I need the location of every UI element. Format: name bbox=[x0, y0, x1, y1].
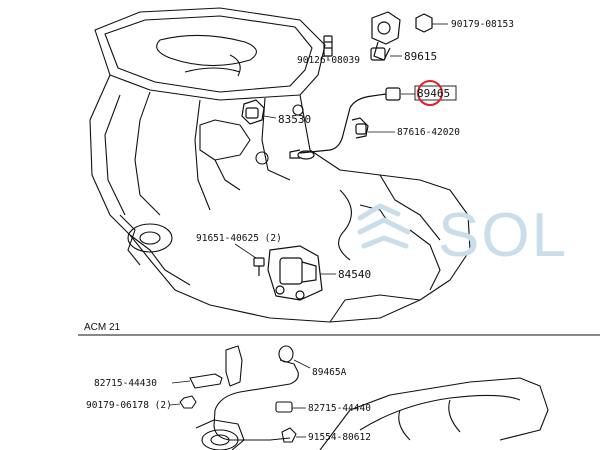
label-89465-highlight-box bbox=[414, 85, 457, 101]
label-83530: 83530 bbox=[278, 113, 311, 126]
label-91554-80612: 91554-80612 bbox=[308, 432, 371, 443]
label-90126-08039: 90126-08039 bbox=[297, 55, 360, 66]
section-label: ACM 21 bbox=[84, 322, 121, 333]
label-87616-42020: 87616-42020 bbox=[397, 127, 460, 138]
sensor-84540 bbox=[234, 243, 336, 301]
watermark-text: SOL bbox=[438, 201, 568, 270]
label-82715-44440: 82715-44440 bbox=[308, 403, 371, 414]
knock-sensor bbox=[323, 11, 448, 61]
label-84540: 84540 bbox=[338, 268, 371, 281]
watermark: SOL bbox=[357, 201, 568, 270]
label-90179-08153: 90179-08153 bbox=[451, 19, 514, 30]
label-89465: 89465 bbox=[417, 87, 450, 100]
label-82715-44430: 82715-44430 bbox=[94, 378, 157, 389]
oxygen-sensor-upper bbox=[289, 87, 415, 160]
label-89615: 89615 bbox=[404, 50, 437, 63]
label-89465A: 89465A bbox=[312, 367, 347, 378]
engine-block-drawing bbox=[89, 7, 471, 323]
label-90179-06178: 90179-06178 (2) bbox=[86, 400, 172, 411]
label-89465-highlight-circle bbox=[417, 80, 443, 106]
label-91651-40625: 91651-40625 (2) bbox=[196, 233, 282, 244]
watermark-logo-icon bbox=[357, 203, 411, 249]
oil-pressure-switch bbox=[241, 99, 277, 125]
exhaust-drawing bbox=[169, 345, 549, 450]
